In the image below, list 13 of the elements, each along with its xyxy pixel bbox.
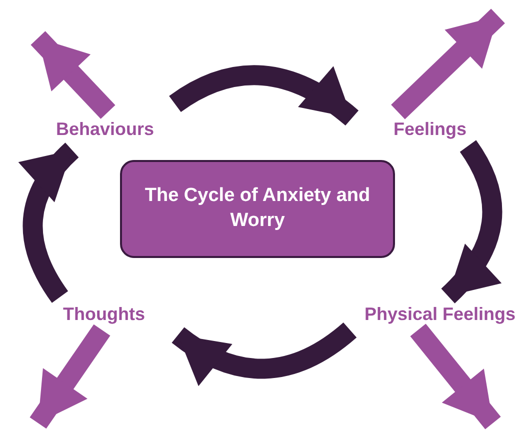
arrow — [30, 324, 110, 429]
arrow — [169, 65, 358, 126]
arrow — [391, 8, 505, 120]
arrow — [410, 324, 501, 430]
arrow — [18, 142, 80, 303]
title-text: The Cycle of Anxiety and Worry — [144, 184, 372, 233]
arrow — [30, 31, 116, 119]
arrow — [172, 322, 356, 386]
stage-label: Feelings — [385, 116, 475, 142]
title-box — [120, 160, 395, 258]
stage-label: Physical Feelings — [350, 301, 530, 327]
stage-label: Thoughts — [52, 301, 156, 327]
stage-label: Behaviours — [45, 116, 165, 142]
